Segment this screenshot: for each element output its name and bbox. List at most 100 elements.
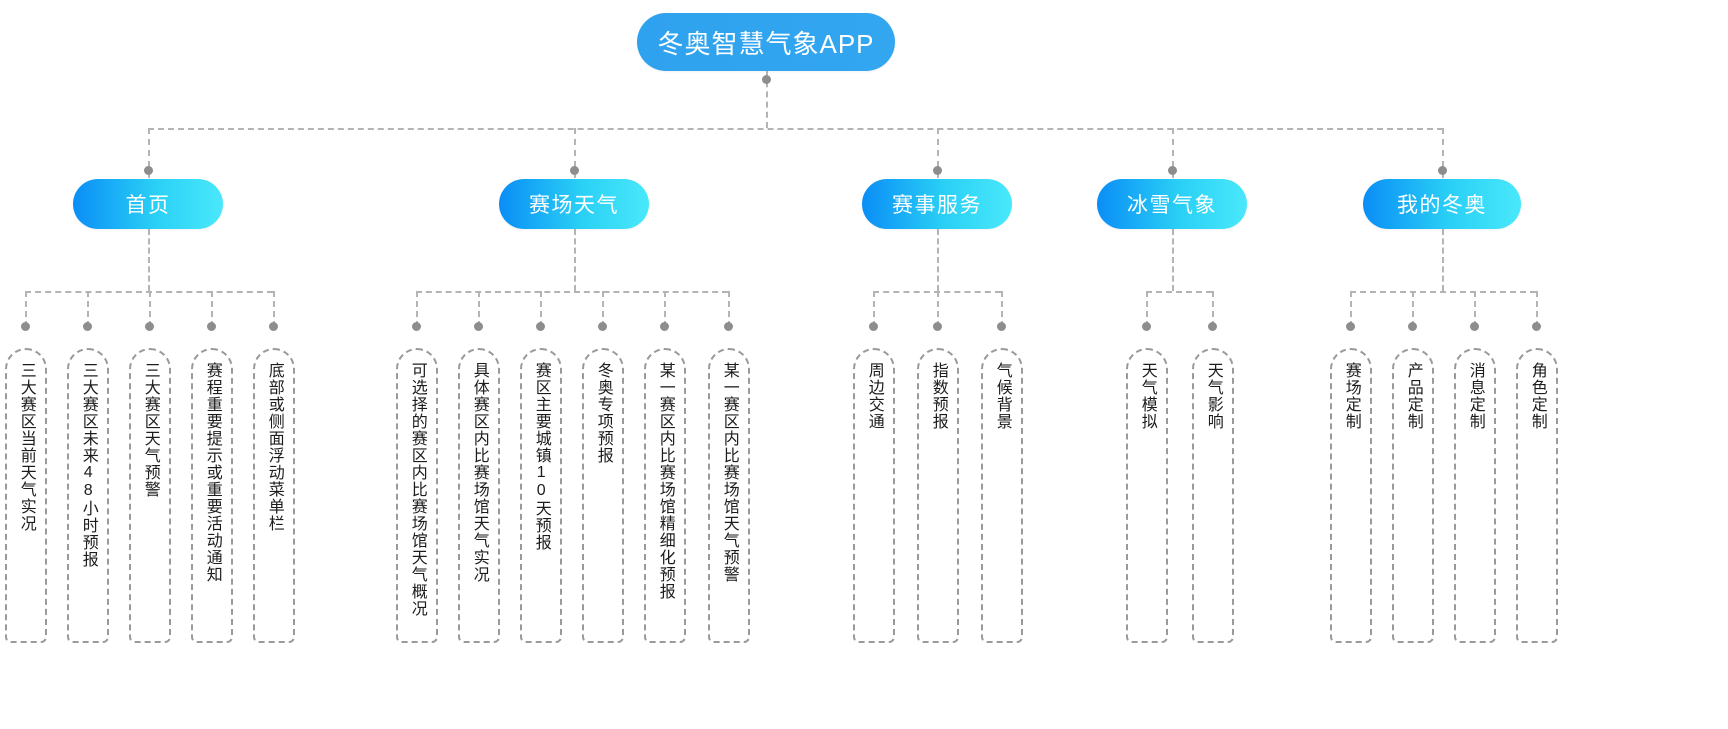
leaf-node-0-3[interactable]: 赛程重要提示或重要活动通知 [191, 348, 233, 643]
leaf-node-2-1[interactable]: 指数预报 [917, 348, 959, 643]
branch-stem-1 [574, 229, 576, 291]
branch-node-label-1: 赛场天气 [529, 194, 619, 217]
level2-drop-dot-0 [144, 166, 153, 175]
leaf-drop-2-1 [937, 291, 939, 327]
leaf-drop-4-0 [1350, 291, 1352, 327]
level2-drop-1 [574, 128, 576, 178]
leaf-label-0-1: 三大赛区未来48小时预报 [79, 362, 97, 568]
leaf-label-2-2: 气候背景 [993, 362, 1011, 430]
leaf-drop-dot-3-0 [1142, 322, 1151, 331]
leaf-node-2-2[interactable]: 气候背景 [981, 348, 1023, 643]
level2-drop-dot-1 [570, 166, 579, 175]
leaf-node-4-3[interactable]: 角色定制 [1516, 348, 1558, 643]
leaf-drop-2-0 [873, 291, 875, 327]
branch-bus-4 [1350, 291, 1536, 293]
leaf-node-4-1[interactable]: 产品定制 [1392, 348, 1434, 643]
branch-node-1[interactable]: 赛场天气 [499, 179, 649, 229]
branch-bus-1 [416, 291, 728, 293]
leaf-label-4-2: 消息定制 [1466, 362, 1484, 430]
leaf-drop-1-1 [478, 291, 480, 327]
leaf-drop-4-3 [1536, 291, 1538, 327]
leaf-node-1-1[interactable]: 具体赛区内比赛场馆天气实况 [458, 348, 500, 643]
leaf-drop-dot-0-1 [83, 322, 92, 331]
branch-node-label-2: 赛事服务 [892, 194, 982, 217]
leaf-node-1-4[interactable]: 某一赛区内比赛场馆精细化预报 [644, 348, 686, 643]
leaf-label-1-5: 某一赛区内比赛场馆天气预警 [720, 362, 738, 583]
level2-drop-2 [937, 128, 939, 178]
leaf-node-0-4[interactable]: 底部或侧面浮动菜单栏 [253, 348, 295, 643]
leaf-label-1-4: 某一赛区内比赛场馆精细化预报 [656, 362, 674, 600]
leaf-node-4-2[interactable]: 消息定制 [1454, 348, 1496, 643]
leaf-drop-1-0 [416, 291, 418, 327]
branch-stem-4 [1442, 229, 1444, 291]
leaf-node-0-2[interactable]: 三大赛区天气预警 [129, 348, 171, 643]
leaf-node-0-0[interactable]: 三大赛区当前天气实况 [5, 348, 47, 643]
leaf-drop-0-3 [211, 291, 213, 327]
leaf-node-1-3[interactable]: 冬奥专项预报 [582, 348, 624, 643]
branch-node-label-4: 我的冬奥 [1397, 194, 1487, 217]
leaf-drop-3-0 [1146, 291, 1148, 327]
root-stem-dot [762, 75, 771, 84]
root-stem [766, 71, 768, 128]
leaf-label-3-0: 天气模拟 [1138, 362, 1156, 430]
root-node[interactable]: 冬奥智慧气象APP [637, 13, 895, 71]
leaf-drop-dot-2-0 [869, 322, 878, 331]
leaf-node-4-0[interactable]: 赛场定制 [1330, 348, 1372, 643]
leaf-drop-dot-0-2 [145, 322, 154, 331]
leaf-drop-dot-4-0 [1346, 322, 1355, 331]
level2-drop-dot-3 [1168, 166, 1177, 175]
leaf-node-1-0[interactable]: 可选择的赛区内比赛场馆天气概况 [396, 348, 438, 643]
leaf-drop-1-5 [728, 291, 730, 327]
leaf-label-4-0: 赛场定制 [1342, 362, 1360, 430]
leaf-label-4-1: 产品定制 [1404, 362, 1422, 430]
branch-stem-3 [1172, 229, 1174, 291]
leaf-drop-0-0 [25, 291, 27, 327]
leaf-label-2-0: 周边交通 [865, 362, 883, 430]
leaf-drop-dot-4-2 [1470, 322, 1479, 331]
leaf-drop-dot-1-0 [412, 322, 421, 331]
branch-node-2[interactable]: 赛事服务 [862, 179, 1012, 229]
level2-drop-3 [1172, 128, 1174, 178]
leaf-node-0-1[interactable]: 三大赛区未来48小时预报 [67, 348, 109, 643]
level2-drop-4 [1442, 128, 1444, 178]
leaf-label-0-0: 三大赛区当前天气实况 [17, 362, 35, 532]
leaf-drop-4-1 [1412, 291, 1414, 327]
leaf-node-3-1[interactable]: 天气影响 [1192, 348, 1234, 643]
branch-stem-0 [148, 229, 150, 291]
branch-stem-2 [937, 229, 939, 291]
leaf-label-1-2: 赛区主要城镇10天预报 [532, 362, 550, 551]
leaf-node-3-0[interactable]: 天气模拟 [1126, 348, 1168, 643]
leaf-drop-dot-4-3 [1532, 322, 1541, 331]
leaf-drop-dot-0-3 [207, 322, 216, 331]
leaf-node-1-5[interactable]: 某一赛区内比赛场馆天气预警 [708, 348, 750, 643]
leaf-node-2-0[interactable]: 周边交通 [853, 348, 895, 643]
leaf-drop-dot-0-0 [21, 322, 30, 331]
leaf-label-0-4: 底部或侧面浮动菜单栏 [265, 362, 283, 532]
leaf-label-0-2: 三大赛区天气预警 [141, 362, 159, 498]
leaf-drop-0-1 [87, 291, 89, 327]
leaf-label-0-3: 赛程重要提示或重要活动通知 [203, 362, 221, 583]
branch-node-label-3: 冰雪气象 [1127, 194, 1217, 217]
leaf-drop-dot-1-4 [660, 322, 669, 331]
leaf-label-1-3: 冬奥专项预报 [594, 362, 612, 464]
level2-drop-dot-2 [933, 166, 942, 175]
leaf-label-1-1: 具体赛区内比赛场馆天气实况 [470, 362, 488, 583]
leaf-drop-2-2 [1001, 291, 1003, 327]
branch-node-3[interactable]: 冰雪气象 [1097, 179, 1247, 229]
root-node-label: 冬奥智慧气象APP [657, 28, 875, 59]
leaf-drop-dot-0-4 [269, 322, 278, 331]
branch-node-0[interactable]: 首页 [73, 179, 223, 229]
leaf-drop-4-2 [1474, 291, 1476, 327]
mindmap-canvas: 冬奥智慧气象APP 首页 三大赛区当前天气实况 三大赛区未来48小时预报 三大赛… [5, 13, 1558, 643]
leaf-drop-dot-1-1 [474, 322, 483, 331]
leaf-label-1-0: 可选择的赛区内比赛场馆天气概况 [408, 362, 426, 617]
leaf-drop-dot-4-1 [1408, 322, 1417, 331]
leaf-drop-0-2 [149, 291, 151, 327]
leaf-label-4-3: 角色定制 [1528, 362, 1546, 430]
leaf-drop-0-4 [273, 291, 275, 327]
branch-node-4[interactable]: 我的冬奥 [1363, 179, 1521, 229]
leaf-drop-1-4 [664, 291, 666, 327]
leaf-drop-dot-1-3 [598, 322, 607, 331]
leaf-node-1-2[interactable]: 赛区主要城镇10天预报 [520, 348, 562, 643]
leaf-drop-dot-1-2 [536, 322, 545, 331]
